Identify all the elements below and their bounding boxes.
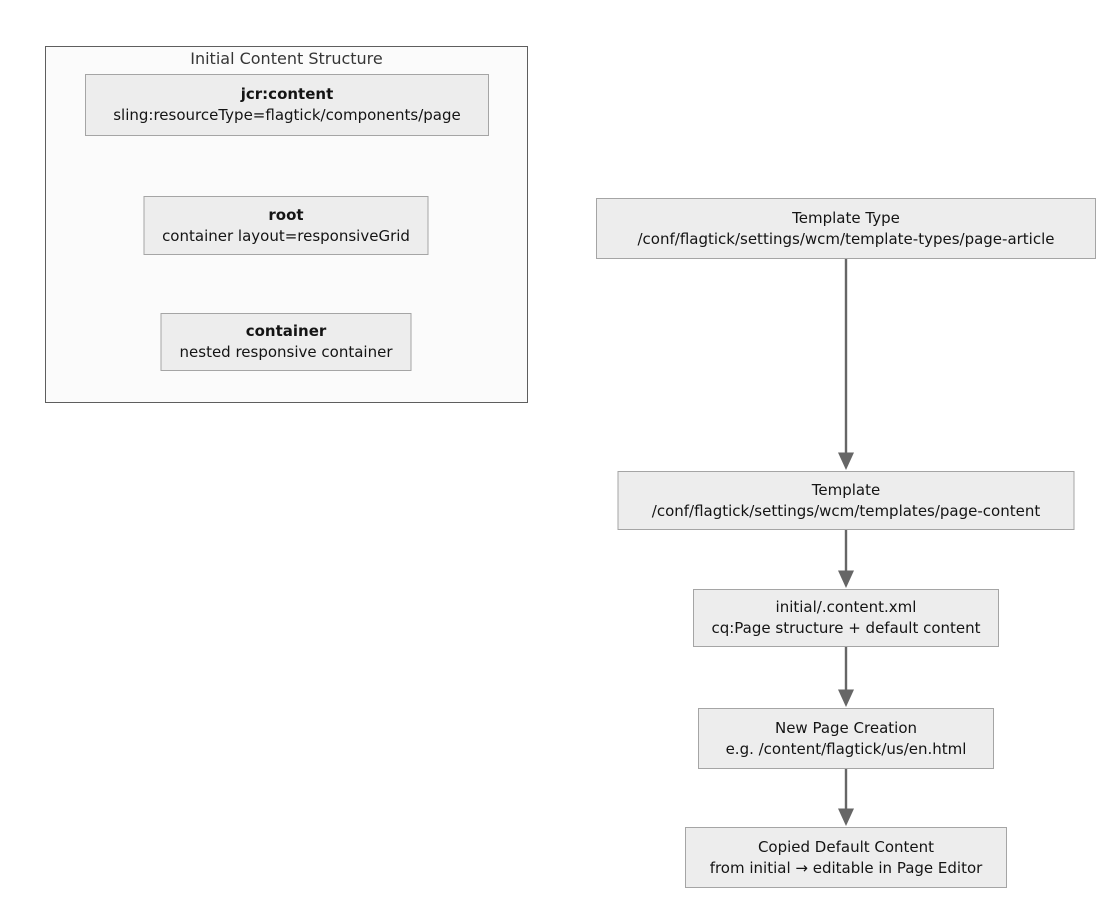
node-subtitle: from initial → editable in Page Editor bbox=[709, 858, 983, 877]
node-new-page-creation: New Page Creation e.g. /content/flagtick… bbox=[698, 708, 994, 769]
node-title: Copied Default Content bbox=[757, 837, 935, 856]
node-subtitle: container layout=responsiveGrid bbox=[162, 226, 410, 245]
node-subtitle: e.g. /content/flagtick/us/en.html bbox=[725, 739, 967, 758]
arrow-initial-content-to-new-page bbox=[838, 647, 854, 707]
node-container: container nested responsive container bbox=[160, 313, 412, 371]
arrow-new-page-to-copied-content bbox=[838, 769, 854, 826]
arrow-template-to-initial-content bbox=[838, 530, 854, 588]
node-subtitle: nested responsive container bbox=[179, 343, 393, 361]
node-copied-default-content: Copied Default Content from initial → ed… bbox=[685, 827, 1007, 888]
node-title: Template bbox=[811, 480, 881, 499]
node-subtitle: /conf/flagtick/settings/wcm/template-typ… bbox=[637, 229, 1055, 248]
node-template-type: Template Type /conf/flagtick/settings/wc… bbox=[596, 198, 1096, 259]
arrow-template-type-to-template bbox=[838, 259, 854, 470]
node-title: initial/.content.xml bbox=[775, 598, 917, 616]
node-initial-content-xml: initial/.content.xml cq:Page structure +… bbox=[693, 589, 999, 647]
node-title: New Page Creation bbox=[774, 718, 918, 737]
node-root: root container layout=responsiveGrid bbox=[143, 196, 429, 255]
node-subtitle: cq:Page structure + default content bbox=[711, 619, 981, 637]
node-subtitle: sling:resourceType=flagtick/components/p… bbox=[113, 106, 461, 124]
node-title: root bbox=[268, 205, 304, 224]
node-title: jcr:content bbox=[240, 85, 334, 103]
node-jcr-content: jcr:content sling:resourceType=flagtick/… bbox=[85, 74, 489, 136]
node-subtitle: /conf/flagtick/settings/wcm/templates/pa… bbox=[651, 501, 1041, 520]
node-title: Template Type bbox=[792, 208, 900, 227]
node-title: container bbox=[245, 322, 327, 340]
cluster-title: Initial Content Structure bbox=[190, 49, 383, 68]
node-template: Template /conf/flagtick/settings/wcm/tem… bbox=[617, 471, 1075, 530]
